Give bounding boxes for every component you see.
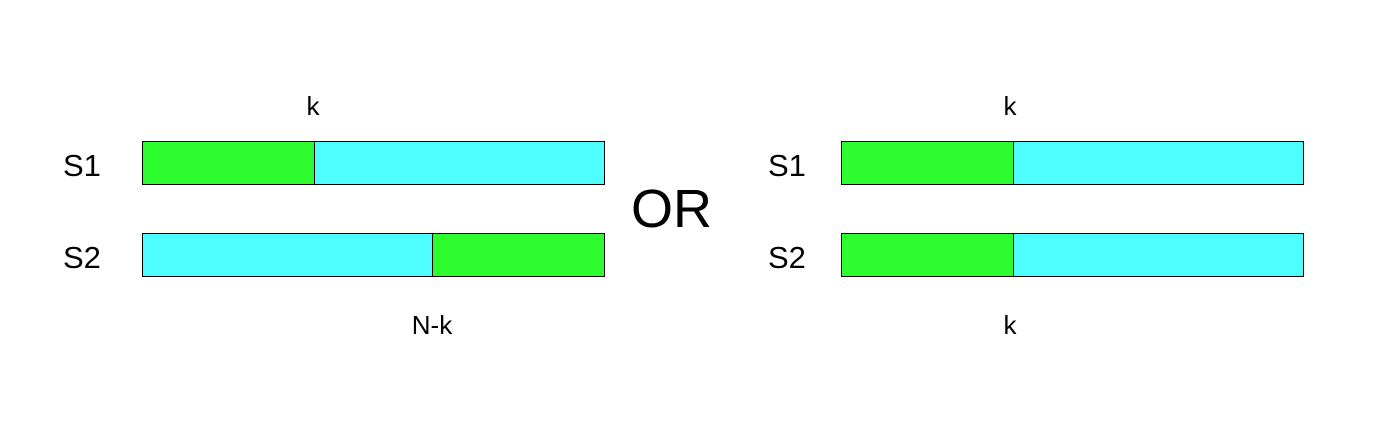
- left-s2-bar: [142, 233, 605, 277]
- left-s1-bar-segment-green: [143, 142, 314, 184]
- right-s1-bar: [841, 141, 1304, 185]
- right-s1-label: S1: [768, 148, 806, 183]
- left-s1-bar-segment-cyan: [313, 142, 604, 184]
- right-s2-label: S2: [768, 240, 806, 275]
- right-s2-bar-segment-green: [842, 234, 1013, 276]
- left-top-marker: k: [306, 91, 320, 121]
- right-top-marker: k: [1003, 91, 1017, 121]
- right-s1-bar-segment-cyan: [1012, 142, 1303, 184]
- right-bottom-marker: k: [1003, 310, 1017, 340]
- left-diagram: k S1 S2 N-k: [0, 0, 620, 440]
- right-s2-bar: [841, 233, 1304, 277]
- left-s2-bar-segment-cyan: [143, 234, 433, 276]
- or-separator: OR: [631, 179, 712, 239]
- left-bottom-marker: N-k: [411, 310, 453, 340]
- left-s1-bar: [142, 141, 605, 185]
- left-s1-label: S1: [63, 148, 101, 183]
- right-s2-bar-segment-cyan: [1012, 234, 1303, 276]
- right-s1-bar-segment-green: [842, 142, 1013, 184]
- left-s2-label: S2: [63, 240, 101, 275]
- left-s2-bar-segment-green: [432, 234, 604, 276]
- right-diagram: k S1 S2 k: [700, 0, 1386, 440]
